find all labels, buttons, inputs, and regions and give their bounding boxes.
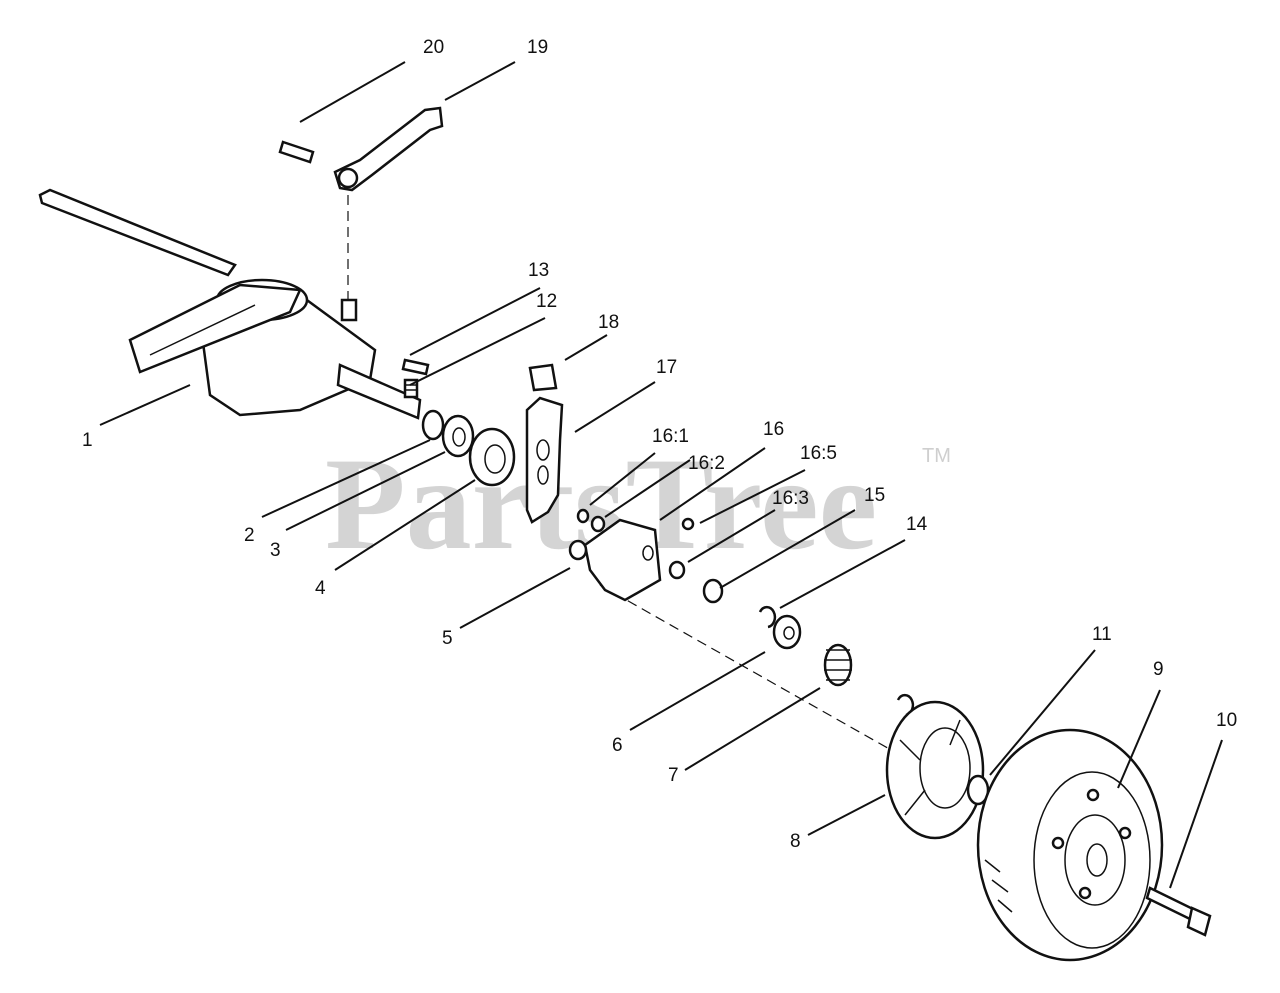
callout-4: 4 bbox=[315, 578, 326, 599]
callout-8: 8 bbox=[790, 831, 801, 852]
callout-18: 18 bbox=[598, 312, 619, 333]
part-16-3-washer bbox=[668, 560, 686, 580]
part-20-pin bbox=[278, 140, 315, 164]
part-17-plate bbox=[525, 396, 564, 524]
part-5-bracket bbox=[568, 518, 662, 602]
part-2-ring bbox=[421, 409, 445, 441]
callout-6: 6 bbox=[612, 735, 623, 756]
watermark-trademark: TM bbox=[922, 445, 951, 467]
part-16-2-pin bbox=[590, 515, 606, 533]
callout-20: 20 bbox=[423, 37, 444, 58]
callout-7: 7 bbox=[668, 765, 679, 786]
callout-16-5: 16:5 bbox=[800, 443, 837, 464]
callout-15: 15 bbox=[864, 485, 885, 506]
callout-10: 10 bbox=[1216, 710, 1237, 731]
part-4-bushing bbox=[468, 427, 516, 487]
callout-5: 5 bbox=[442, 628, 453, 649]
callout-9: 9 bbox=[1153, 659, 1164, 680]
part-14-ering bbox=[758, 605, 777, 629]
callout-13: 13 bbox=[528, 260, 549, 281]
part-19-lever bbox=[333, 106, 444, 192]
part-16-1-pin bbox=[576, 508, 590, 524]
part-6-washer bbox=[772, 614, 802, 650]
callout-16-2: 16:2 bbox=[688, 453, 725, 474]
callout-12: 12 bbox=[536, 291, 557, 312]
part-15-washer bbox=[702, 578, 724, 604]
leader-lines bbox=[99, 61, 1223, 889]
part-10-bolt bbox=[1145, 886, 1212, 937]
part-1-gearbox bbox=[38, 188, 422, 420]
callout-3: 3 bbox=[270, 540, 281, 561]
callout-11: 11 bbox=[1092, 624, 1112, 645]
callout-16: 16 bbox=[763, 419, 784, 440]
callout-19: 19 bbox=[527, 37, 548, 58]
part-8-hubcap bbox=[885, 700, 985, 840]
callout-2: 2 bbox=[244, 525, 255, 546]
callout-14: 14 bbox=[906, 514, 928, 535]
part-9-wheel bbox=[976, 728, 1164, 962]
callout-16-1: 16:1 bbox=[652, 426, 689, 447]
part-7-gear bbox=[823, 643, 853, 687]
part-3-washer bbox=[441, 414, 475, 458]
part-12-spring bbox=[403, 378, 419, 399]
callout-labels: 1 2 3 4 5 6 7 8 9 10 11 12 13 14 15 16 1… bbox=[82, 37, 1237, 852]
callout-1: 1 bbox=[82, 430, 93, 451]
callout-16-3: 16:3 bbox=[772, 488, 809, 509]
callout-17: 17 bbox=[656, 357, 677, 378]
part-18-clip bbox=[528, 363, 558, 392]
part-13-key bbox=[401, 358, 430, 376]
part-16-5-nut bbox=[681, 517, 695, 531]
